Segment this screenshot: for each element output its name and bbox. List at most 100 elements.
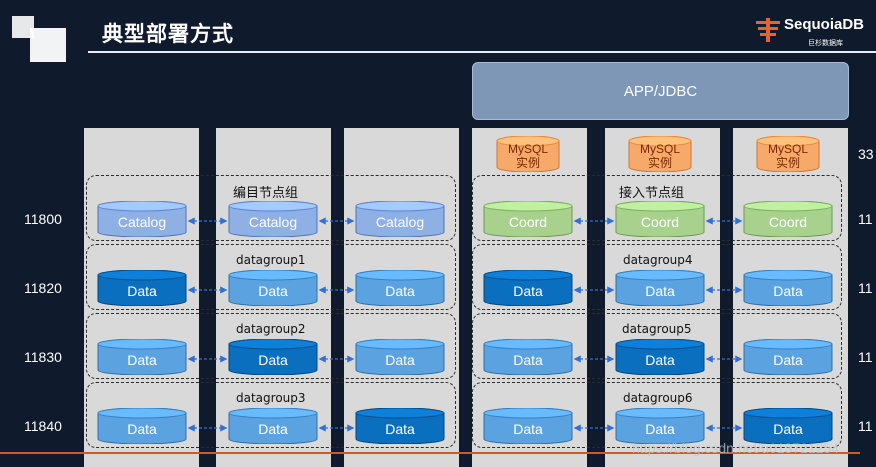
node-label: Data: [258, 421, 288, 437]
node-label: Data: [645, 421, 675, 437]
data-node-r3-c2: Data: [228, 408, 318, 444]
data-node-r1-c2: Data: [228, 270, 318, 306]
port-label-dg-c: 11840: [24, 418, 62, 434]
cylinder-shape: [228, 201, 318, 237]
node-label: Data: [773, 283, 803, 299]
node-label: Data: [385, 352, 415, 368]
datagroup1-box: [86, 244, 456, 310]
data-node-r3-c1: Data: [97, 408, 187, 444]
cylinder-shape: [615, 339, 705, 375]
node-label: Coord: [640, 214, 680, 230]
data-node-r1-c1: Data: [97, 270, 187, 306]
node-label: Data: [773, 352, 803, 368]
cylinder-shape: [743, 339, 833, 375]
cylinder-shape: [97, 408, 187, 444]
node-label: Catalog: [117, 214, 167, 230]
decorative-square-small: [12, 16, 34, 38]
data-node-r2-c4: Data: [483, 339, 573, 375]
node-label: Coord: [508, 214, 548, 230]
cylinder-shape: [628, 136, 692, 172]
coord-group-label: 接入节点组: [619, 186, 685, 201]
data-node-r3-c5: Data: [615, 408, 705, 444]
data-node-r3-c6: Data: [743, 408, 833, 444]
port-label-right-dg4: 11: [858, 280, 873, 296]
page-title: 典型部署方式: [102, 22, 234, 46]
datagroup3-label: datagroup3: [236, 391, 306, 405]
node-label: Data: [258, 352, 288, 368]
port-label-dg-a: 11820: [24, 280, 62, 296]
cylinder-shape: [483, 408, 573, 444]
bottom-accent-bar: [0, 452, 860, 454]
node-label: Catalog: [248, 214, 298, 230]
data-node-r3-c3: Data: [355, 408, 445, 444]
data-node-r2-c2: Data: [228, 339, 318, 375]
node-label: Data: [513, 352, 543, 368]
coord-group-box: [472, 175, 842, 241]
data-node-r2-c1: Data: [97, 339, 187, 375]
cylinder-shape: [615, 270, 705, 306]
datagroup1-label: datagroup1: [236, 253, 306, 267]
data-node-r1-c6: Data: [743, 270, 833, 306]
node-label: Data: [127, 352, 157, 368]
cylinder-shape: [355, 408, 445, 444]
node-label-line: 实例: [647, 156, 672, 170]
node-label-line: MySQL: [767, 142, 808, 156]
datagroup6-box: [472, 382, 842, 448]
cylinder-shape: [483, 339, 573, 375]
data-node-r1-c3: Data: [355, 270, 445, 306]
datagroup2-label: datagroup2: [236, 322, 306, 336]
node-label-line: MySQL: [507, 142, 548, 156]
catalog-node-2: Catalog: [228, 201, 318, 237]
data-node-r2-c5: Data: [615, 339, 705, 375]
datagroup2-box: [86, 313, 456, 379]
port-label-right-mysql: 33: [858, 146, 874, 162]
cylinder-shape: [615, 408, 705, 444]
data-node-r1-c4: Data: [483, 270, 573, 306]
cylinder-shape: [97, 339, 187, 375]
app-jdbc-box: APP/JDBC: [472, 62, 849, 120]
data-node-r2-c3: Data: [355, 339, 445, 375]
cylinder-shape: [615, 201, 705, 237]
port-label-right-coord: 11: [858, 211, 873, 227]
node-label-line: 实例: [515, 156, 540, 170]
node-label: Data: [127, 421, 157, 437]
coord-node-3: Coord: [743, 201, 833, 237]
node-label: Data: [127, 283, 157, 299]
datagroup4-label: datagroup4: [623, 253, 693, 267]
node-label: Data: [385, 421, 415, 437]
decorative-square-large: [30, 28, 66, 62]
datagroup4-box: [472, 244, 842, 310]
datagroup5-box: [472, 313, 842, 379]
catalog-group-label: 编目节点组: [233, 186, 299, 201]
cylinder-shape: [483, 270, 573, 306]
cylinder-shape: [355, 201, 445, 237]
data-node-r3-c4: Data: [483, 408, 573, 444]
watermark: https://blog.csdn.net/u013721254: [632, 440, 840, 456]
cylinder-shape: [743, 201, 833, 237]
cylinder-shape: [228, 270, 318, 306]
cylinder-shape: [743, 270, 833, 306]
cylinder-shape: [228, 339, 318, 375]
node-label: Catalog: [375, 214, 425, 230]
node-label: Data: [645, 352, 675, 368]
cylinder-shape: [355, 339, 445, 375]
sequoiadb-logo-icon: [756, 18, 780, 42]
cylinder-shape: [97, 270, 187, 306]
coord-node-2: Coord: [615, 201, 705, 237]
node-label-line: MySQL: [639, 142, 680, 156]
node-label: Data: [385, 283, 415, 299]
cylinder-shape: [496, 136, 560, 172]
cylinder-shape: [743, 408, 833, 444]
port-label-catalog: 11800: [24, 211, 62, 227]
cylinder-shape: [756, 136, 820, 172]
logo-subtext: 巨杉数据库: [808, 39, 843, 47]
node-label: Coord: [768, 214, 808, 230]
catalog-group-box: [86, 175, 456, 241]
